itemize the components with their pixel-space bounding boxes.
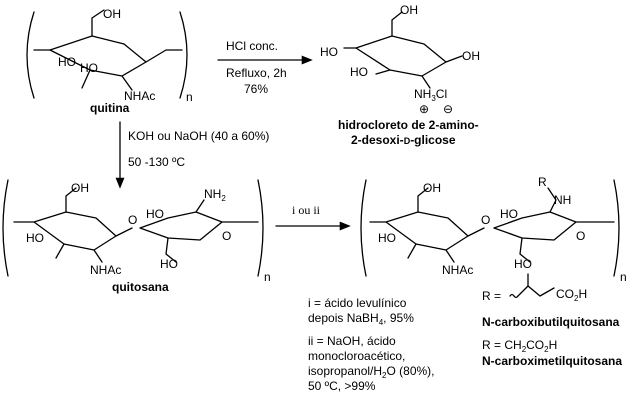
quitina-n: n (186, 90, 193, 104)
quitosana-right-bracket (257, 179, 264, 277)
derivative-ho2b: HO (514, 257, 532, 271)
r2-label: R = CH2CO2H (482, 338, 557, 354)
glucosamine-oh-right: OH (462, 49, 480, 63)
quitina-name: quitina (90, 101, 130, 115)
reaction1-reagent: HCl conc. (226, 39, 278, 53)
glucosamine-name-line1: hidrocloreto de 2-amino- (338, 118, 479, 132)
reaction-arrow-1: HCl conc. Refluxo, 2h 76% (217, 39, 313, 96)
quitosana-ring-o: O (222, 229, 231, 243)
derivative-n: n (620, 270, 627, 284)
derivative-nhac: NHAc (442, 263, 473, 277)
r2-name: N-carboximetilquitosana (482, 354, 622, 368)
quitina-structure: OH HO HO NHAc n quitina (26, 7, 193, 115)
note-ii-line2: monocloroacético, (308, 349, 405, 363)
quitina-nhac-bond (121, 75, 133, 91)
quitosana-ho2b: HO (160, 257, 178, 271)
derivative-nh: NH (554, 193, 571, 207)
note-ii-line1: ii = NaOH, ácido (308, 334, 396, 348)
quitina-oh: OH (103, 7, 121, 21)
glucosamine-ch2oh-bond (391, 11, 403, 37)
derivative-r: R (538, 175, 547, 189)
derivative-structure: OH HO NHAc O HO HO R NH O n (360, 175, 627, 284)
quitosana-ho2a: HO (146, 207, 164, 221)
derivative-right-bracket (613, 179, 620, 277)
r1-name: N-carboxibutilquitosana (482, 315, 620, 329)
quitina-link-right (145, 49, 183, 63)
glucosamine-structure: OH HO HO OH NH3Cl ⊕ ⊖ hidrocloreto de 2-… (320, 3, 480, 147)
glucosamine-nh3cl: NH3Cl (414, 87, 447, 103)
derivative-ho2a: HO (500, 207, 518, 221)
quitina-right-bracket (179, 11, 188, 99)
quitosana-ring-1 (33, 211, 117, 251)
derivative-left-bracket (360, 179, 367, 277)
derivative-ho1: HO (378, 231, 396, 245)
glucosamine-ring (355, 35, 447, 77)
r1-label: R = (482, 289, 501, 303)
quitosana-left-bracket (2, 179, 9, 277)
note-ii-line4: 50 ºC, >99% (308, 379, 376, 393)
quitina-ch2oh-bond (91, 9, 105, 37)
quitosana-structure: OH HO NHAc O HO HO NH2 O n quitosana (2, 179, 271, 294)
quitosana-n: n (264, 270, 271, 284)
r-group-definitions: R = CO2H N-carboxibutilquitosana R = CH2… (482, 273, 622, 368)
r1-wavy-bond (509, 293, 519, 299)
quitina-ho-ring: HO (58, 55, 76, 69)
reaction1-conditions: Refluxo, 2h (226, 66, 287, 80)
reaction-arrow-3: i ou ii (275, 203, 351, 231)
quitosana-nh2: NH2 (204, 187, 226, 203)
note-ii-line3: isopropanol/H2O (80%), (308, 364, 435, 380)
quitina-left-bracket (26, 11, 35, 99)
note-i-line2: depois NaBH4, 95% (308, 311, 414, 327)
r1-co2h: CO2H (556, 287, 587, 303)
reaction-notes: i = ácido levulínico depois NaBH4, 95% i… (308, 296, 435, 393)
glucosamine-name-line2: 2-desoxi-D-glicose (351, 133, 456, 147)
reaction2-temperature: 50 -130 ºC (128, 155, 185, 169)
quitina-ho-bond (81, 69, 91, 89)
quitosana-ho1: HO (26, 231, 44, 245)
derivative-o-link: O (481, 213, 490, 227)
quitina-ho: HO (80, 61, 98, 75)
quitosana-oh1: OH (71, 181, 89, 195)
quitosana-nhac: NHAc (90, 263, 121, 277)
glucosamine-ho-left: HO (320, 45, 338, 59)
reaction-arrow-2: KOH ou NaOH (40 a 60%) 50 -130 ºC (115, 121, 269, 189)
quitosana-name: quitosana (112, 280, 169, 294)
derivative-oh1: OH (423, 181, 441, 195)
note-i-line1: i = ácido levulínico (308, 296, 407, 310)
glucosamine-ho-lower: HO (350, 65, 368, 79)
quitina-nhac: NHAc (124, 89, 155, 103)
glucosamine-plus-charge: ⊕ (419, 102, 429, 116)
quitosana-o-link: O (128, 213, 137, 227)
derivative-ring-o: O (576, 229, 585, 243)
glucosamine-minus-charge: ⊖ (443, 102, 453, 116)
reaction2-reagent: KOH ou NaOH (40 a 60%) (128, 129, 269, 143)
reaction3-label: i ou ii (292, 203, 321, 217)
derivative-ring-1 (385, 211, 469, 251)
glucosamine-oh-top: OH (400, 3, 418, 17)
reaction1-yield: 76% (244, 82, 268, 96)
